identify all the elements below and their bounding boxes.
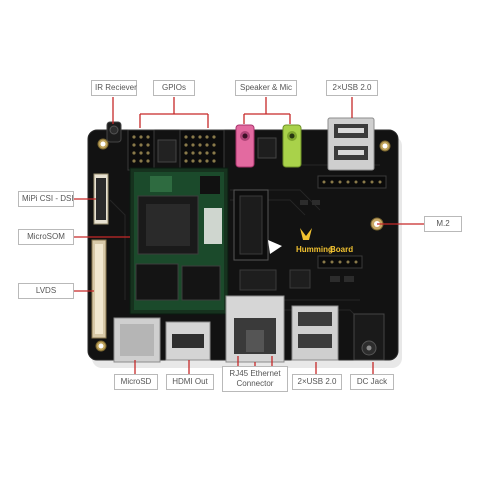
gpio-headers — [127, 129, 225, 171]
label-ir-receiver: IR Reciever — [91, 80, 137, 96]
brand-line-2: Board — [330, 245, 353, 254]
smd-parts — [239, 200, 354, 291]
hummingboard-logo: Humming Board — [268, 228, 353, 254]
mipi-connector-component — [93, 173, 109, 225]
label-dc-jack: DC Jack — [350, 374, 394, 390]
label-lvds: LVDS — [18, 283, 74, 299]
hdmi-component — [165, 321, 211, 361]
dc-jack-component — [353, 313, 385, 361]
lvds-connector-component — [91, 239, 107, 339]
label-m2: M.2 — [424, 216, 462, 232]
usb-top-component — [327, 117, 375, 171]
label-mipi: MiPi CSI - DSI — [18, 191, 74, 207]
label-gpios: GPIOs — [153, 80, 195, 96]
audio-jacks — [235, 124, 302, 168]
microsom-module — [129, 167, 229, 315]
m2-slot-component — [233, 189, 269, 261]
ir-receiver-component — [106, 121, 122, 143]
label-microsom: MicroSOM — [18, 229, 74, 245]
label-usb-bottom: 2×USB 2.0 — [292, 374, 342, 390]
label-rj45-line-1: RJ45 Ethernet — [229, 369, 281, 378]
label-rj45: RJ45 Ethernet Connector — [222, 366, 288, 392]
brand-line-1: Humming — [296, 245, 333, 254]
label-speaker-mic: Speaker & Mic — [235, 80, 297, 96]
usb-bottom-component — [291, 305, 339, 361]
label-rj45-line-2: Connector — [236, 379, 274, 388]
label-microsd: MicroSD — [114, 374, 158, 390]
rj45-component — [225, 295, 285, 363]
label-usb-top: 2×USB 2.0 — [326, 80, 378, 96]
label-hdmi: HDMI Out — [166, 374, 214, 390]
right-pin-headers — [317, 175, 387, 269]
microsd-component — [113, 317, 161, 363]
